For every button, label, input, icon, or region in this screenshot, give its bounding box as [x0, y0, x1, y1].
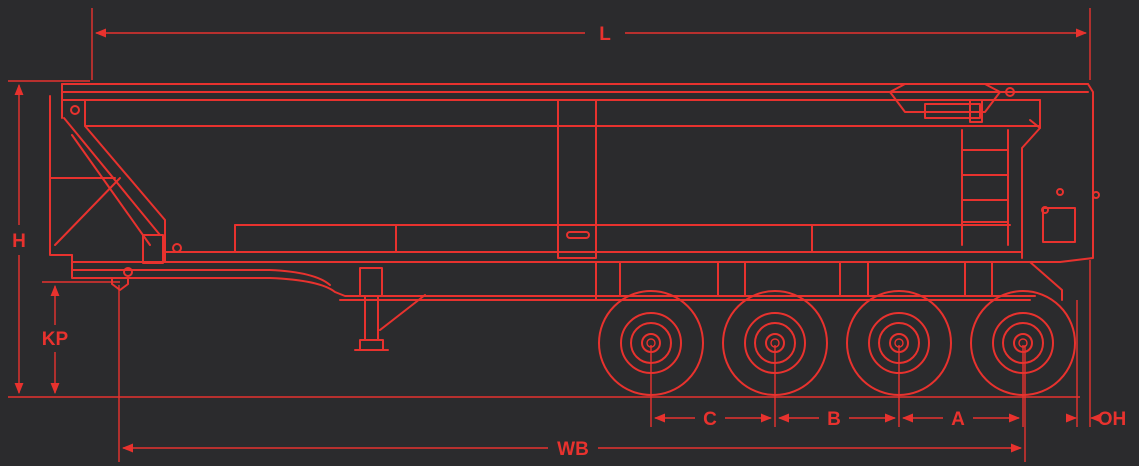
dimension-length: L	[91, 8, 1091, 80]
dimension-overhang: OH	[1065, 260, 1127, 430]
label-KP: KP	[42, 329, 69, 350]
label-OH: OH	[1098, 409, 1127, 430]
dimension-kingpin: KP	[42, 281, 120, 395]
wheel-2	[722, 290, 828, 396]
label-WB: WB	[557, 439, 589, 460]
dimension-axle-spacing: C B A	[650, 345, 1024, 430]
label-A: A	[951, 409, 965, 430]
dimension-wheelbase: WB	[118, 285, 1026, 462]
label-C: C	[703, 409, 717, 430]
dump-body	[61, 83, 1100, 263]
label-L: L	[599, 24, 611, 45]
label-H: H	[12, 231, 26, 252]
front-hoist	[49, 95, 182, 264]
wheel-1	[598, 290, 704, 396]
wheel-4	[970, 290, 1076, 396]
landing-gear	[354, 267, 426, 351]
dimension-height: H	[8, 80, 1080, 398]
chassis	[71, 254, 1063, 301]
label-B: B	[827, 409, 841, 430]
wheel-3	[846, 290, 952, 396]
